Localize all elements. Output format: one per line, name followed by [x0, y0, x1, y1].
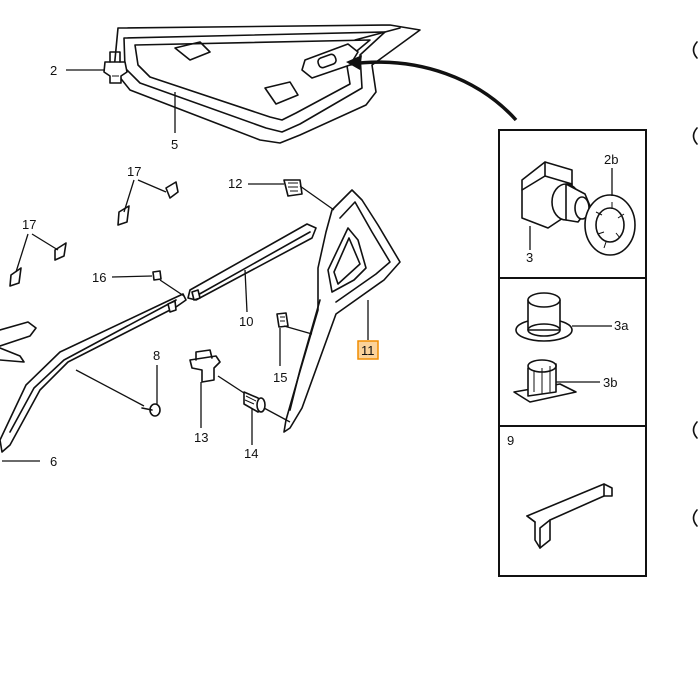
label-3: 3	[526, 250, 533, 265]
roof-panel-part-5	[113, 24, 421, 144]
c-pillar-trim-part-11	[283, 189, 401, 433]
bracket-part-12	[283, 179, 303, 197]
label-3b: 3b	[603, 375, 617, 390]
label-8: 8	[153, 348, 160, 363]
right-edge-marks	[692, 41, 698, 527]
label-9: 9	[507, 433, 514, 448]
clip-part-13	[189, 349, 221, 383]
label-13: 13	[194, 430, 208, 445]
highlight-box-11	[357, 340, 379, 360]
label-3a: 3a	[614, 318, 629, 333]
leader-lines	[2, 69, 369, 462]
detail-arrow	[346, 55, 518, 122]
callout-labels: 2 5 17 17 12 16 10 8 15 11 13 14 6	[22, 63, 379, 469]
clip-part-2	[103, 51, 128, 84]
label-10: 10	[239, 314, 253, 329]
screw-part-14	[243, 391, 266, 413]
detail-panel-3-2b: 2b 3	[521, 152, 636, 265]
screw-part-8	[141, 403, 161, 417]
label-11: 11	[361, 343, 375, 358]
detail-panel-3a-3b: 3a 3b	[513, 292, 629, 403]
clip-part-15	[276, 312, 289, 328]
label-17-a: 17	[127, 164, 141, 179]
trim-strip-part-10	[187, 223, 317, 301]
label-2: 2	[50, 63, 57, 78]
label-14: 14	[244, 446, 258, 461]
detail-panel-9: 9	[507, 433, 613, 549]
label-15: 15	[273, 370, 287, 385]
clip-part-17-b	[9, 242, 67, 287]
label-6: 6	[50, 454, 57, 469]
clip-part-16	[152, 270, 162, 281]
label-2b: 2b	[604, 152, 618, 167]
pillar-trim-part-6	[0, 293, 187, 453]
label-17-b: 17	[22, 217, 36, 232]
label-16: 16	[92, 270, 106, 285]
label-5: 5	[171, 137, 178, 152]
label-12: 12	[228, 176, 242, 191]
